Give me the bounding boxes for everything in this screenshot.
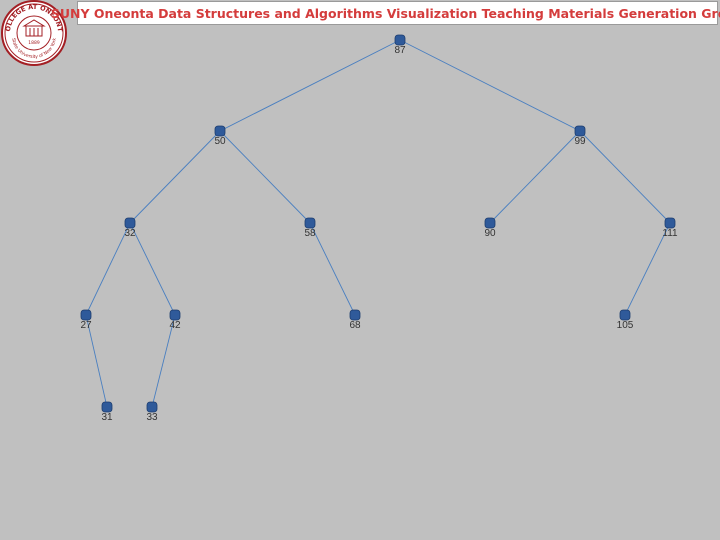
- page-title: SUNY Oneonta Data Structures and Algorit…: [50, 5, 720, 21]
- tree-edges: [85, 39, 671, 408]
- header-banner: SUNY Oneonta Data Structures and Algorit…: [51, 1, 720, 25]
- tree-node-label: 58: [304, 228, 316, 239]
- tree-node-marker[interactable]: [214, 125, 226, 137]
- tree-node-31[interactable]: 31: [101, 401, 113, 423]
- seal-year: 1889: [28, 40, 40, 46]
- tree-node-marker[interactable]: [101, 401, 113, 413]
- tree-node-label: 50: [214, 136, 226, 147]
- tree-node-label: 111: [662, 228, 678, 239]
- tree-edge: [129, 130, 221, 224]
- tree-node-58[interactable]: 58: [304, 217, 316, 239]
- tree-edge: [85, 314, 108, 408]
- tree-node-111[interactable]: 111: [662, 217, 678, 239]
- tree-edge: [129, 222, 176, 316]
- tree-node-marker[interactable]: [80, 309, 92, 321]
- tree-node-marker[interactable]: [484, 217, 496, 229]
- tree-node-32[interactable]: 32: [124, 217, 136, 239]
- tree-node-105[interactable]: 105: [617, 309, 634, 331]
- tree-node-label: 90: [484, 228, 496, 239]
- tree-node-label: 32: [124, 228, 136, 239]
- tree-node-marker[interactable]: [124, 217, 136, 229]
- tree-node-50[interactable]: 50: [214, 125, 226, 147]
- tree-edge: [85, 222, 131, 316]
- tree-node-marker[interactable]: [349, 309, 361, 321]
- tree-nodes: 87 50 99 32 58 90 111 27 42 68 105 31 33: [80, 34, 678, 423]
- tree-node-marker[interactable]: [304, 217, 316, 229]
- tree-node-label: 87: [394, 45, 406, 56]
- tree-node-label: 42: [169, 320, 181, 331]
- tree-edge: [219, 39, 401, 132]
- tree-node-marker[interactable]: [394, 34, 406, 46]
- tree-node-label: 27: [80, 320, 92, 331]
- tree-node-marker[interactable]: [664, 217, 676, 229]
- tree-node-marker[interactable]: [574, 125, 586, 137]
- tree-node-27[interactable]: 27: [80, 309, 92, 331]
- tree-node-label: 31: [101, 412, 113, 423]
- tree-node-label: 99: [574, 136, 586, 147]
- tree-node-marker[interactable]: [619, 309, 631, 321]
- tree-node-label: 33: [146, 412, 158, 423]
- tree-edge: [579, 130, 671, 224]
- tree-node-marker[interactable]: [169, 309, 181, 321]
- tree-edge: [151, 314, 176, 408]
- tree-edge: [399, 39, 581, 132]
- tree-node-label: 68: [349, 320, 361, 331]
- tree-node-87[interactable]: 87: [394, 34, 406, 56]
- tree-node-42[interactable]: 42: [169, 309, 181, 331]
- tree-node-99[interactable]: 99: [574, 125, 586, 147]
- tree-node-90[interactable]: 90: [484, 217, 496, 239]
- tree-edge: [219, 130, 311, 224]
- tree-node-marker[interactable]: [146, 401, 158, 413]
- tree-node-33[interactable]: 33: [146, 401, 158, 423]
- seal-building-icon: [22, 19, 46, 37]
- college-seal-logo: COLLEGE AT ONEONTA State University of N…: [0, 0, 67, 66]
- tree-node-label: 105: [617, 320, 634, 331]
- tree-edge: [489, 130, 581, 224]
- tree-node-68[interactable]: 68: [349, 309, 361, 331]
- tree-edge: [624, 222, 671, 316]
- tree-edge: [309, 222, 356, 316]
